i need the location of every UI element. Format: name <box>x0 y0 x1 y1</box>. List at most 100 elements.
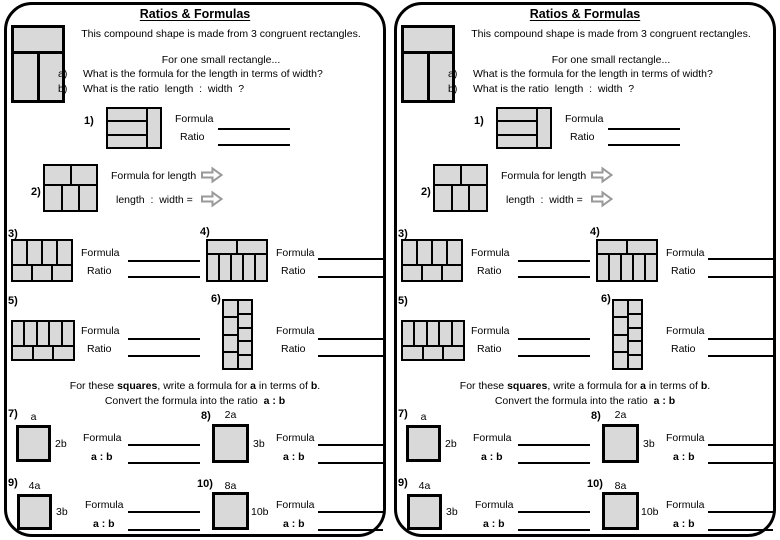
intro-line-1: This compound shape is made from 3 congr… <box>81 28 361 40</box>
q5-ratio-blank <box>128 355 200 357</box>
shape-col <box>538 109 550 147</box>
shape-row <box>13 322 74 345</box>
shape-row <box>435 166 486 184</box>
intro-compound-shape <box>401 25 455 103</box>
shape-row <box>45 185 97 210</box>
shape-cell <box>13 265 31 280</box>
q7-top-label: a <box>30 411 37 423</box>
shape-cell <box>598 255 608 280</box>
shape-cell <box>628 328 641 341</box>
shape-cell <box>224 335 237 351</box>
q10-formula-label: Formula <box>666 499 705 511</box>
q3-shape <box>401 239 463 282</box>
shape-row <box>45 166 96 184</box>
shape-row <box>598 241 656 254</box>
shape-cell <box>598 241 626 254</box>
shape-cell <box>37 322 49 345</box>
q1-formula-blank <box>218 128 290 130</box>
q4-shape <box>206 239 268 282</box>
q6-formula-label: Formula <box>666 325 705 337</box>
q2-ratio-label: length : width = <box>116 194 193 206</box>
question-a-label: a) <box>58 68 68 80</box>
q9-ratio-blank <box>128 529 200 531</box>
q10-top-label: 8a <box>224 480 237 492</box>
shape-cell <box>404 54 427 100</box>
q5-formula-label: Formula <box>471 325 510 337</box>
q8-ratio-blank <box>318 462 383 464</box>
shape-cell <box>646 255 656 280</box>
q3-shape <box>11 239 73 282</box>
shape-cell <box>62 185 79 210</box>
question-b-text: What is the ratio length : width ? <box>473 83 635 95</box>
q7-side-label: 2b <box>55 438 67 450</box>
shape-cell <box>403 241 416 264</box>
q1-ratio-label: Ratio <box>570 131 595 143</box>
shape-cell <box>39 54 62 100</box>
shape-row <box>404 28 452 51</box>
shape-cell <box>628 356 641 368</box>
q8-square <box>602 424 639 463</box>
q3-formula-blank <box>128 260 200 262</box>
q7-formula-label: Formula <box>473 432 512 444</box>
q3-formula-label: Formula <box>81 247 120 259</box>
q5-formula-label: Formula <box>81 325 120 337</box>
q5-number: 5) <box>398 295 408 307</box>
q4-number: 4) <box>200 226 210 238</box>
q3-number: 3) <box>8 228 18 240</box>
shape-cell <box>403 265 421 280</box>
q1-ratio-label: Ratio <box>180 131 205 143</box>
q9-top-label: 4a <box>28 480 41 492</box>
q6-ratio-label: Ratio <box>281 343 306 355</box>
shape-cell <box>440 322 451 345</box>
shape-cell <box>498 122 537 134</box>
q6-formula-blank <box>318 338 383 340</box>
q5-ratio-label: Ratio <box>87 343 112 355</box>
q1-formula-label: Formula <box>565 113 604 125</box>
shape-cell <box>14 28 62 51</box>
q10-ratio-blank <box>708 529 773 531</box>
q8-number: 8) <box>591 410 601 422</box>
intro-compound-shape <box>11 25 65 103</box>
question-a-row: a)What is the formula for the length in … <box>58 68 323 80</box>
q3-ratio-label: Ratio <box>87 265 112 277</box>
q3-formula-blank <box>518 260 590 262</box>
q9-side-label: 3b <box>446 506 458 518</box>
page-title: Ratios & Formulas <box>529 7 641 21</box>
arrow-right-icon <box>590 190 614 208</box>
q10-top-label: 8a <box>614 480 627 492</box>
shape-cell <box>614 352 627 368</box>
q9-square <box>17 494 52 530</box>
q10-side-label: 10b <box>641 506 659 518</box>
shape-cell <box>208 241 236 254</box>
shape-cell <box>53 265 71 280</box>
shape-col <box>148 109 160 147</box>
q5-formula-blank <box>128 338 200 340</box>
q2-shape <box>43 164 98 212</box>
q8-formula-blank <box>318 444 383 446</box>
q9-number: 9) <box>398 477 408 489</box>
page-title: Ratios & Formulas <box>139 7 251 21</box>
q1-number: 1) <box>474 115 484 127</box>
q6-ratio-blank <box>708 355 773 357</box>
arrow-right-icon <box>200 166 224 184</box>
question-b-label: b) <box>58 83 68 95</box>
q4-number: 4) <box>590 226 600 238</box>
question-b-label: b) <box>448 83 458 95</box>
q7-square <box>406 425 441 462</box>
q1-formula-label: Formula <box>175 113 214 125</box>
q10-number: 10) <box>197 478 213 490</box>
q10-formula-blank <box>708 511 773 513</box>
q1-ratio-blank <box>218 144 290 146</box>
squares-instruction-2: Convert the formula into the ratio a : b <box>104 395 286 407</box>
shape-cell <box>50 322 61 345</box>
q10-ratio-label: a : b <box>673 518 695 530</box>
q4-ratio-label: Ratio <box>671 265 696 277</box>
shape-cell <box>628 342 641 355</box>
q1-formula-blank <box>608 128 680 130</box>
shape-row <box>435 185 487 210</box>
q10-number: 10) <box>587 478 603 490</box>
q7-number: 7) <box>398 408 408 420</box>
shape-cell <box>224 318 237 334</box>
shape-cell <box>614 301 627 317</box>
q3-ratio-blank <box>128 276 200 278</box>
